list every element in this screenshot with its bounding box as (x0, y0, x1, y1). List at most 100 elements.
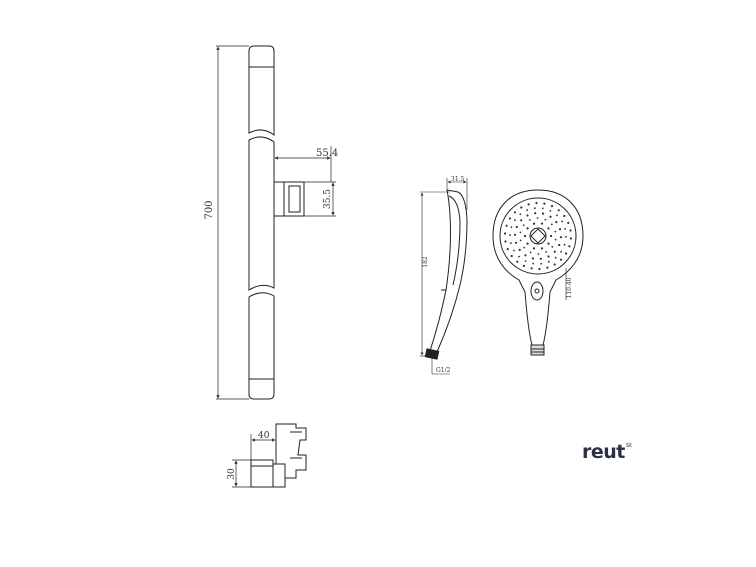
hand-shower-front-view (492, 189, 584, 356)
nozzle-dot (553, 263, 556, 266)
brand-superscript: SX (625, 443, 632, 449)
thread-connector (424, 348, 440, 360)
nozzle-dot (553, 250, 556, 253)
nozzle-dot (559, 258, 563, 261)
nozzle-dot (548, 260, 550, 263)
nozzle-dot (540, 222, 544, 225)
nozzle-dot (529, 251, 532, 254)
spray-face (499, 197, 577, 275)
nozzle-dot (547, 255, 550, 258)
nozzle-dot (533, 207, 536, 210)
nozzle-dot (561, 220, 563, 223)
nozzle-dot (532, 262, 535, 265)
nozzle-dot (565, 235, 567, 238)
nozzle-dot (559, 236, 563, 239)
nozzle-dot (535, 201, 538, 205)
nozzle-dot (554, 230, 557, 233)
nozzle-dot (514, 241, 518, 244)
spray-nozzles (504, 201, 573, 271)
nozzle-dot (513, 233, 517, 236)
nozzle-dot (554, 256, 557, 259)
spray-button (530, 281, 544, 301)
nozzle-dot (569, 229, 572, 232)
brand-logo: reutSX (582, 441, 632, 463)
nozzle-dot (520, 219, 523, 222)
slide-rail-front-view (248, 45, 305, 400)
label-holder-offset: 55.4 (316, 148, 338, 159)
nozzle-dot (505, 224, 508, 227)
nozzle-dot (528, 219, 531, 221)
nozzle-dot (549, 210, 552, 212)
shower-holder (273, 181, 285, 217)
label-bar-length: 700 (204, 200, 215, 219)
label-head-diameter: 110.40 (566, 277, 573, 298)
dimension-handle-width (446, 178, 468, 210)
nozzle-dot (506, 248, 509, 251)
nozzle-dot (522, 224, 525, 227)
nozzle-dot (563, 243, 566, 246)
dimension-holder-height (304, 181, 336, 217)
dimension-handle-length (420, 191, 450, 357)
nozzle-dot (531, 257, 535, 260)
nozzle-dot (523, 234, 527, 238)
nozzle-dot (523, 246, 526, 249)
nozzle-dot (518, 248, 521, 251)
rail-middle-segment (248, 136, 275, 291)
nozzle-dot (514, 219, 516, 222)
nozzle-dot (509, 234, 511, 237)
nozzle-dot (520, 206, 523, 209)
nozzle-dot (513, 211, 517, 214)
nozzle-dot (540, 262, 543, 265)
rail-top-segment (248, 45, 275, 136)
nozzle-dot (558, 243, 561, 247)
bracket-body (250, 459, 274, 488)
label-handle-width: 31.5 (451, 176, 465, 183)
nozzle-dot (524, 254, 527, 257)
nozzle-dot (547, 242, 550, 245)
nozzle-dot (564, 252, 568, 255)
nozzle-dot (504, 232, 507, 235)
label-handle-length: 182 (422, 256, 429, 268)
brand-name: reut (582, 441, 625, 463)
nozzle-dot (530, 267, 533, 270)
wall-bracket-side-view (250, 423, 307, 488)
shower-head-outline (492, 189, 584, 346)
bracket-hook (275, 423, 307, 479)
nozzle-dot (547, 227, 550, 230)
nozzle-dot (522, 264, 526, 267)
nozzle-dot (549, 234, 553, 238)
nozzle-dot (568, 245, 571, 248)
nozzle-dot (554, 238, 557, 241)
nozzle-dot (555, 221, 558, 224)
nozzle-dot (550, 223, 553, 226)
nozzle-dot (510, 242, 512, 245)
nozzle-dot (546, 266, 549, 269)
nozzle-dot (516, 260, 519, 263)
nozzle-dot (539, 257, 542, 260)
nozzle-dot (515, 225, 518, 229)
dimension-bracket-height (232, 459, 251, 488)
nozzle-dot (569, 237, 573, 240)
nozzle-dot (564, 228, 566, 230)
nozzle-dot (527, 203, 530, 206)
label-thread: G1/2 (436, 367, 451, 374)
nozzle-dot (519, 239, 522, 242)
hand-shower-side-view (424, 189, 468, 360)
handshower-profile (429, 189, 468, 353)
nozzle-dot (526, 242, 529, 245)
nozzle-dot (540, 247, 544, 250)
label-bracket-height: 30 (227, 468, 237, 480)
label-bracket-depth: 40 (258, 431, 270, 441)
dimension-bar-length (216, 45, 249, 400)
nozzle-dot (538, 267, 541, 271)
thread-leader (431, 358, 450, 375)
nozzle-dot (510, 254, 513, 258)
nozzle-dot (550, 205, 554, 208)
nozzle-dot (545, 251, 548, 253)
nozzle-dot (518, 255, 520, 258)
nozzle-dot (526, 214, 529, 217)
nozzle-dot (534, 212, 537, 215)
nozzle-dot (504, 240, 507, 243)
nozzle-dot (541, 207, 544, 210)
